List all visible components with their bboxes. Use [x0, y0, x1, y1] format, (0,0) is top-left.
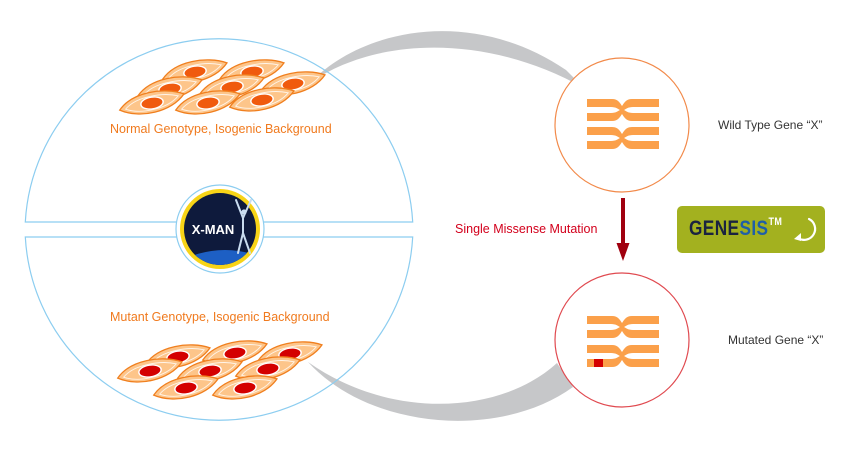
cycle-arrow-icon [794, 217, 817, 241]
normal-cell [118, 90, 185, 115]
x-man-logo: X-MAN [175, 184, 265, 274]
connector-arc-bottom [308, 362, 573, 421]
lower-half-circle [24, 236, 414, 421]
nucleus [139, 365, 161, 377]
mutation-mark [594, 359, 603, 367]
nucleus [234, 382, 256, 394]
wild-type-gene-circle [554, 57, 690, 193]
nucleus [257, 363, 279, 375]
genesis-word-part2: SIS [739, 217, 769, 240]
wild-type-gene-label: Wild Type Gene “X” [718, 118, 823, 132]
mutant-cell [201, 340, 268, 365]
logo-text: X-MAN [192, 222, 235, 237]
nucleus [282, 78, 304, 90]
nucleus [224, 347, 246, 359]
isogenic-circle [24, 38, 414, 421]
single-missense-mutation-label: Single Missense Mutation [455, 222, 598, 236]
normal-cell [228, 87, 295, 112]
trademark-symbol: TM [768, 216, 783, 228]
nucleus [251, 94, 273, 106]
upper-half-circle [24, 38, 414, 223]
nucleus [197, 97, 219, 109]
nucleus [221, 81, 243, 93]
mutated-gene-label: Mutated Gene “X” [728, 333, 824, 347]
nucleus [184, 66, 206, 78]
genesis-word-part1: GENE [689, 217, 740, 240]
normal-cell [174, 90, 241, 115]
mutation-arrow-icon [616, 198, 630, 261]
mutant-cell [211, 375, 278, 400]
normal-genotype-label: Normal Genotype, Isogenic Background [110, 122, 332, 136]
mutant-cell [116, 358, 183, 383]
mutated-gene-circle [554, 272, 690, 408]
genesis-wordmark: GENESISTM [689, 216, 783, 241]
mutant-cells-group [116, 340, 323, 400]
mutated-chromosome-icon [587, 316, 659, 367]
nucleus [175, 382, 197, 394]
nucleus [141, 97, 163, 109]
connector-arc-top [310, 31, 584, 88]
normal-cells-group [118, 59, 326, 115]
chromosome-icon [587, 99, 659, 149]
genesis-logo: GENESISTM [677, 206, 825, 253]
nucleus [199, 365, 221, 377]
mutant-cell [152, 375, 219, 400]
figure-icon [235, 199, 252, 254]
mutant-genotype-label: Mutant Genotype, Isogenic Background [110, 310, 330, 324]
